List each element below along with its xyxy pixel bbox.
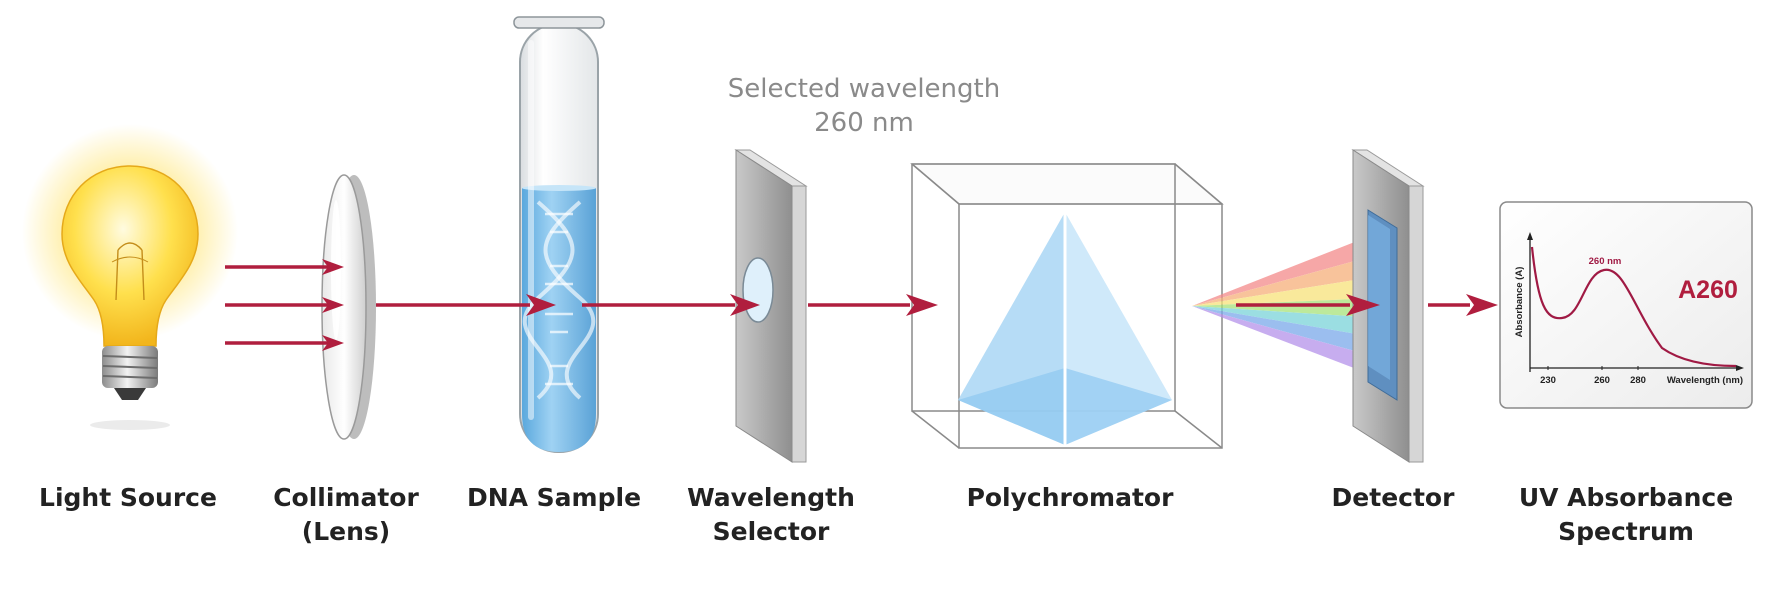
light-bulb-icon: [22, 124, 238, 430]
label-collimator-lens: (Lens): [302, 517, 390, 546]
spectrum-badge: A260: [1678, 276, 1738, 304]
label-detector: Detector: [1332, 483, 1456, 512]
prism-icon: [958, 212, 1172, 445]
spectrum-chart-icon: [1499, 201, 1753, 409]
label-light-source: Light Source: [39, 483, 217, 512]
label-polychromator: Polychromator: [967, 483, 1175, 512]
spectrum-tick-260: 260: [1594, 375, 1610, 386]
label-uv-absorbance: UV Absorbance: [1519, 483, 1733, 512]
spectrum-fan: [1192, 232, 1380, 378]
label-dna-sample: DNA Sample: [467, 483, 641, 512]
detector-plate-icon: [1351, 149, 1425, 463]
spectrum-tick-280: 280: [1630, 375, 1646, 386]
annotation-line1: Selected wavelength: [728, 74, 1000, 104]
annotation-line2: 260 nm: [814, 108, 914, 138]
label-spectrum: Spectrum: [1558, 517, 1694, 546]
label-selector: Selector: [713, 517, 830, 546]
spectrum-peak-label: 260 nm: [1589, 256, 1622, 267]
polychromator-box: [909, 163, 1225, 449]
spectrum-ylabel: Absorbance (A): [1514, 267, 1525, 338]
beam-arrows: [225, 259, 1498, 351]
spectrum-tick-230: 230: [1540, 375, 1556, 386]
slit-plate-icon: [734, 149, 808, 463]
label-wavelength: Wavelength: [687, 483, 855, 512]
spectrum-xlabel: Wavelength (nm): [1667, 375, 1743, 386]
test-tube-icon: [513, 16, 605, 453]
label-collimator: Collimator: [273, 483, 419, 512]
